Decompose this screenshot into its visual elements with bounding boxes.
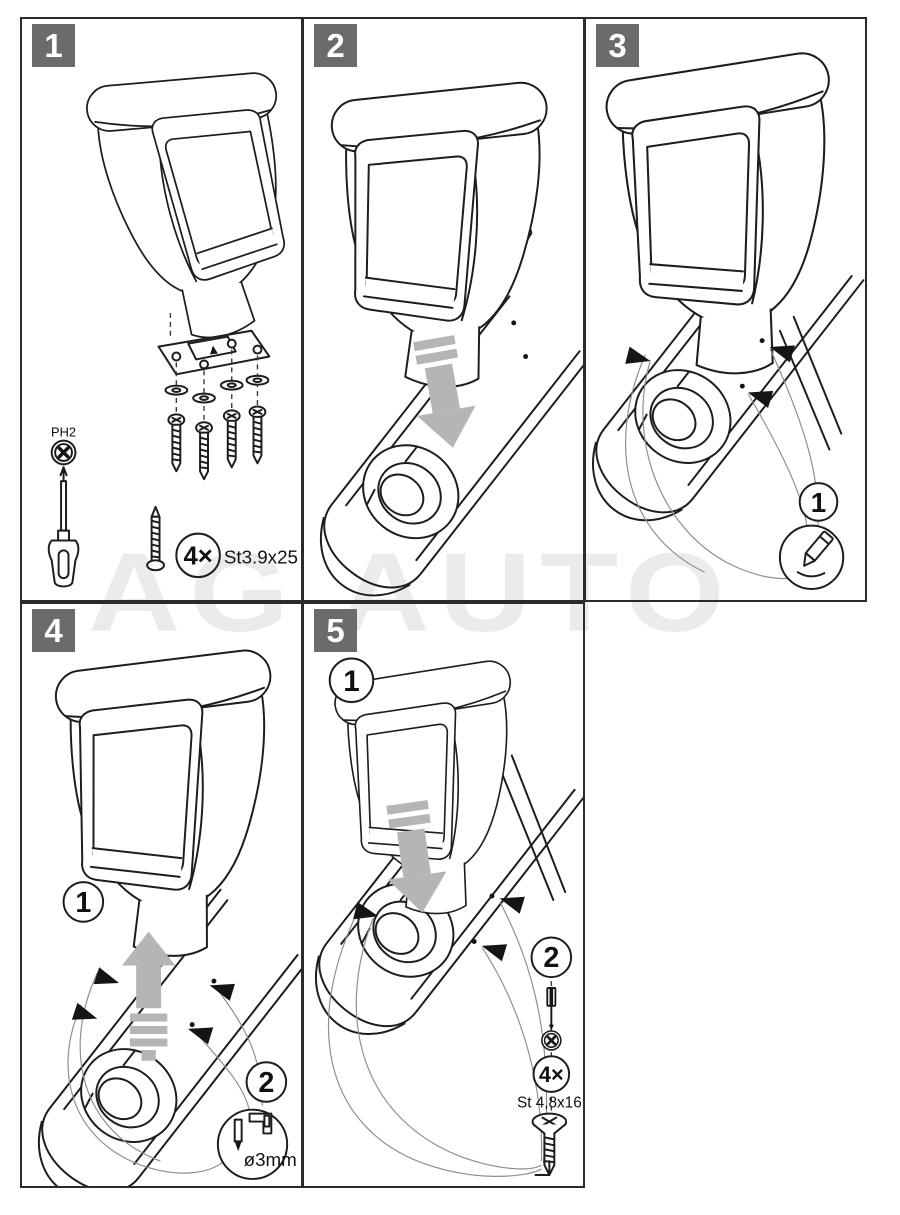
position-arrow [209,983,235,1001]
step-number: 4 [44,612,63,649]
callout-loop [327,907,542,1177]
washer-icon [164,384,189,396]
mark-point-dot [759,338,765,344]
step-number-badge: 5 [314,609,357,652]
step-5-illustration: 1 2 4× St 4,8x16 [315,657,583,1177]
drill-size-label: ø3mm [244,1149,297,1170]
floor-rail-lines [496,754,567,901]
marker-pen-icon [796,530,834,578]
washer-icon [192,392,216,404]
step-number: 3 [608,27,627,64]
callout-1-number: 1 [343,665,360,698]
phillips-bit-icon [50,439,77,466]
panel-step-4: 1 2 ø3mm 4 [20,602,303,1188]
callout-1-circle [798,482,839,522]
screwdriver-icon [47,466,80,588]
drill-bit-icon [233,1112,273,1152]
callout-1-circle [328,657,375,704]
screw-icon [167,413,186,473]
position-arrow [481,944,508,962]
armrest-drawing [54,649,272,957]
callout-loop [355,917,542,1170]
screw-point-dot [471,939,477,944]
step-number-badge: 2 [314,24,357,67]
insert-down-arrow [386,800,447,913]
callout-line [747,393,809,533]
position-arrow [187,1027,214,1045]
step-2-illustration [319,81,583,597]
screw-icon [222,409,241,469]
callout-line [481,947,543,1162]
step-number: 1 [44,27,63,64]
callout-2-circle [245,1061,288,1103]
quantity-label: 4× [183,542,212,570]
quantity-circle [532,1055,571,1093]
drill-point-dot [189,1022,195,1028]
position-arrow [71,1002,98,1020]
screw-icon [248,405,267,465]
insert-down-arrow [413,335,476,448]
screwdriver-icon [546,987,557,1031]
quantity-circle [175,532,221,579]
step-number: 5 [326,612,345,649]
mark-point-dot [739,383,745,389]
washer-icon [219,379,244,391]
position-arrow [625,346,651,364]
phillips-screwhead-icon [541,1030,562,1051]
step-1-illustration: PH2 4× St3.9x25 [47,72,298,588]
step-4-illustration: 1 2 ø3mm [37,649,301,1186]
callout-1-number: 1 [811,487,826,518]
quantity-label: 4× [539,1062,564,1087]
mounting-bracket [157,329,271,376]
callout-1-circle [62,881,105,923]
panel-step-5: 1 2 4× St 4,8x16 5 [302,602,585,1188]
lift-up-arrow [121,931,176,1061]
screw-icon [195,421,213,481]
callout-1-number: 1 [75,887,91,919]
position-arrow [353,901,379,920]
corner-mark [534,1160,551,1176]
drill-point-dot [211,978,217,984]
armrest-drawing [86,72,286,339]
callout-loop [79,972,161,1162]
panel-step-2: 2 [302,17,585,602]
callout-loop [67,1004,225,1174]
step-number-badge: 4 [32,609,75,652]
callout-2-number: 2 [258,1067,274,1099]
step-number-badge: 1 [32,24,75,67]
washer-icon [245,374,270,386]
callout-2-circle [530,936,573,979]
screw-point-dot [489,893,495,899]
screw-spec-label: St 4,8x16 [517,1095,582,1112]
position-arrow [747,390,774,408]
panel-step-3: 1 3 [584,17,867,602]
callout-loop [625,354,705,573]
step-number: 2 [326,27,345,64]
screw-spec-label: St3.9x25 [224,546,298,567]
position-arrow [499,896,525,914]
step-number-badge: 3 [596,24,639,67]
callout-2-number: 2 [543,942,559,974]
tool-size-label: PH2 [51,425,76,440]
armrest-drawing [330,81,548,388]
step-3-illustration: 1 [592,52,865,590]
armrest-drawing [605,52,830,375]
loose-screw-icon [146,505,165,572]
callout-line [191,1028,251,1112]
bracket-hole-dot [511,320,517,326]
position-arrow [769,345,796,363]
bracket-hole-dot [523,354,529,359]
position-arrow [93,967,120,985]
panel-step-1: PH2 4× St3.9x25 1 [20,17,303,602]
